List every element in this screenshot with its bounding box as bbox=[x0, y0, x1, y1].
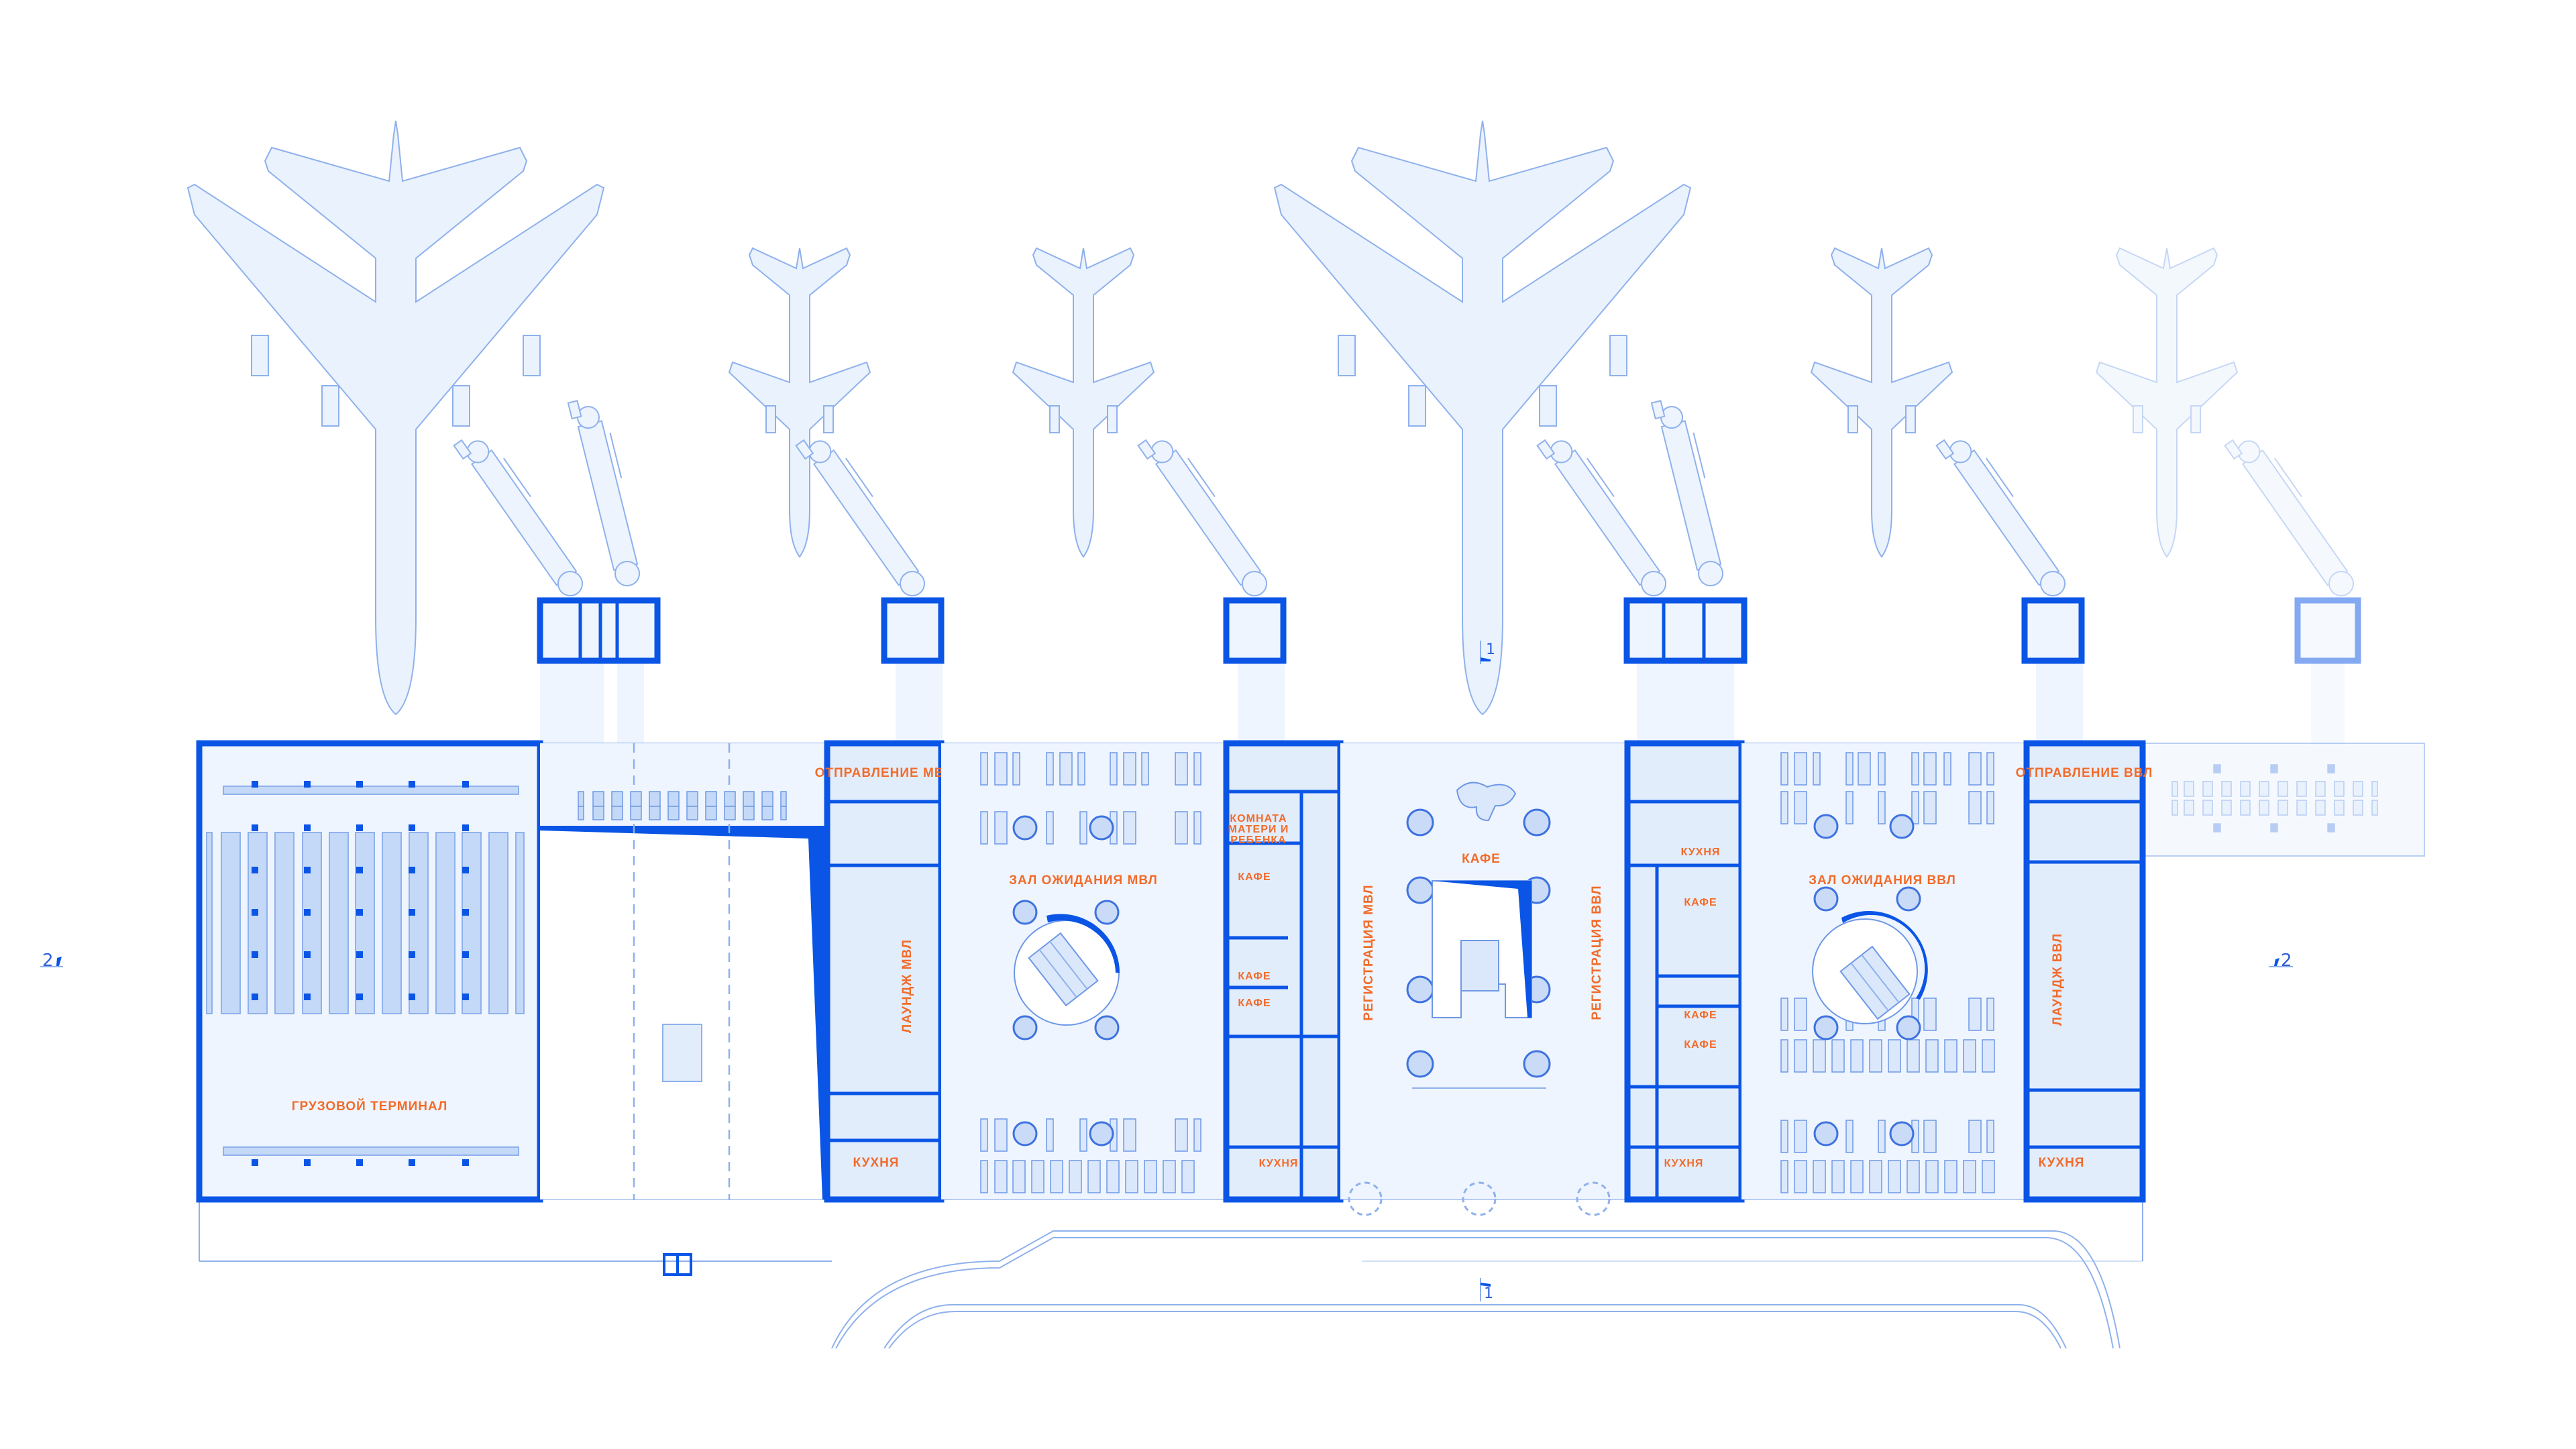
vvl-service-block: ОТПРАВЛЕНИЕ ВВЛ ЛАУНДЖ ВВЛ КУХНЯ bbox=[2016, 740, 2153, 1203]
label-mother-child-room-3: РЕБЕНКА bbox=[1230, 835, 1286, 846]
label-cafe-left-3: КАФЕ bbox=[1238, 998, 1271, 1009]
aircraft-small-icon bbox=[1811, 248, 1953, 557]
label-kitchen-center-left: КУХНЯ bbox=[1259, 1158, 1299, 1169]
gate-towers bbox=[537, 597, 2361, 745]
section-mark-bottom-label: 1 bbox=[1484, 1285, 1493, 1302]
label-kitchen-vvl: КУХНЯ bbox=[2039, 1156, 2085, 1170]
label-cafe-right-2: КАФЕ bbox=[1684, 1010, 1717, 1021]
section-mark-right: 2 bbox=[2269, 951, 2293, 971]
label-lounge-mvl: ЛАУНДЖ МВЛ bbox=[900, 939, 914, 1033]
mvl-service-block: ОТПРАВЛЕНИЕ МВЛ ЛАУНДЖ МВЛ КУХНЯ bbox=[815, 740, 954, 1203]
registration-hall: РЕГИСТРАЦИЯ МВЛ КАФЕ РЕГИСТРАЦИЯ ВВЛ bbox=[1340, 743, 1627, 1216]
section-mark-top-label: 1 bbox=[1486, 641, 1495, 658]
label-lounge-vvl: ЛАУНДЖ ВВЛ bbox=[2051, 933, 2065, 1026]
aircraft-small-icon bbox=[1012, 248, 1155, 557]
label-kitchen-center-right-top: КУХНЯ bbox=[1681, 847, 1721, 858]
vvl-waiting-hall: ЗАЛ ОЖИДАНИЯ ВВЛ bbox=[1741, 743, 2027, 1199]
connector-hall bbox=[540, 743, 827, 1199]
label-cafe-left-1: КАФЕ bbox=[1238, 871, 1271, 883]
label-cafe-right-1: КАФЕ bbox=[1684, 897, 1717, 908]
aircraft-small-faded-icon bbox=[2096, 248, 2238, 557]
label-departure-mvl: ОТПРАВЛЕНИЕ МВЛ bbox=[815, 766, 954, 780]
section-mark-top: 1 bbox=[1480, 641, 1495, 664]
label-waiting-hall-mvl: ЗАЛ ОЖИДАНИЯ МВЛ bbox=[1009, 873, 1158, 888]
section-mark-bottom: 1 bbox=[1480, 1278, 1493, 1302]
label-waiting-hall-vvl: ЗАЛ ОЖИДАНИЯ ВВЛ bbox=[1809, 873, 1956, 888]
section-mark-left: 2 bbox=[40, 951, 63, 971]
aircraft-group bbox=[187, 120, 2238, 715]
label-cafe-right-3: КАФЕ bbox=[1684, 1039, 1717, 1051]
label-cafe-left-2: КАФЕ bbox=[1238, 971, 1271, 982]
label-cafe-center: КАФЕ bbox=[1462, 852, 1501, 866]
future-extension bbox=[2171, 764, 2378, 833]
label-kitchen-center-right-bottom: КУХНЯ bbox=[1664, 1158, 1704, 1169]
mvl-waiting-hall: ЗАЛ ОЖИДАНИЯ МВЛ bbox=[941, 743, 1226, 1199]
section-mark-left-label: 2 bbox=[42, 951, 54, 971]
label-cargo-terminal: ГРУЗОВОЙ ТЕРМИНАЛ bbox=[292, 1099, 448, 1114]
label-registration-vvl: РЕГИСТРАЦИЯ ВВЛ bbox=[1590, 885, 1604, 1020]
section-markers: 2 2 1 1 bbox=[40, 641, 2293, 1302]
landside-roads bbox=[663, 1230, 2121, 1349]
label-mother-child-room-2: МАТЕРИ И bbox=[1228, 824, 1289, 835]
label-registration-mvl: РЕГИСТРАЦИЯ МВЛ bbox=[1362, 884, 1376, 1020]
center-right-service-block: КУХНЯ КАФЕ КАФЕ КАФЕ КУХНЯ bbox=[1624, 740, 1745, 1203]
cargo-terminal: ГРУЗОВОЙ ТЕРМИНАЛ bbox=[196, 740, 543, 1203]
cargo-conveyor-belts bbox=[206, 832, 525, 1014]
center-left-service-block: КОМНАТА МАТЕРИ И РЕБЕНКА КАФЕ КАФЕ КАФЕ … bbox=[1223, 740, 1344, 1203]
label-departure-vvl: ОТПРАВЛЕНИЕ ВВЛ bbox=[2016, 766, 2153, 780]
label-mother-child-room-1: КОМНАТА bbox=[1230, 813, 1287, 824]
section-mark-right-label: 2 bbox=[2281, 951, 2292, 971]
label-kitchen-mvl: КУХНЯ bbox=[853, 1156, 900, 1170]
